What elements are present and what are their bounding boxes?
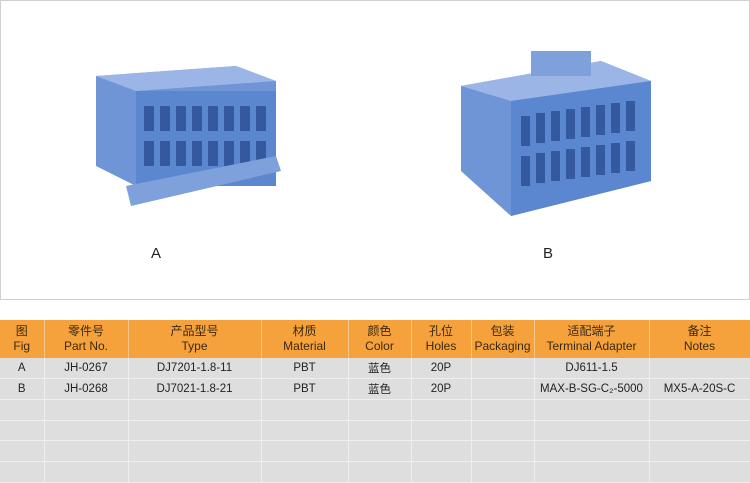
column-header-en: Part No. bbox=[63, 339, 108, 353]
table-cell bbox=[44, 399, 129, 421]
table-row bbox=[0, 420, 750, 442]
table-cell bbox=[261, 399, 349, 421]
table-cell: MX5-A-20S-C bbox=[649, 378, 750, 400]
column-header-en: Type bbox=[181, 339, 208, 353]
table-row bbox=[0, 399, 750, 421]
table-cell bbox=[411, 420, 472, 442]
column-header-zh: 包装 bbox=[490, 324, 515, 338]
table-cell bbox=[348, 440, 412, 462]
table-cell bbox=[411, 440, 472, 462]
column-header-en: Notes bbox=[683, 339, 716, 353]
column-header-en: Color bbox=[365, 339, 394, 353]
table-cell bbox=[348, 420, 412, 442]
table-cell bbox=[411, 399, 472, 421]
table-cell: 20P bbox=[411, 378, 472, 400]
column-header-en: Holes bbox=[425, 339, 457, 353]
figure-label-b: B bbox=[543, 245, 554, 262]
column-header-en: Terminal Adapter bbox=[546, 339, 637, 353]
figure-label-a: A bbox=[151, 245, 162, 262]
table-cell bbox=[534, 440, 650, 462]
column-header-en: Fig bbox=[13, 339, 31, 353]
column-header-zh: 备注 bbox=[687, 324, 712, 338]
table-cell bbox=[534, 461, 650, 483]
column-header-zh: 图 bbox=[15, 324, 28, 338]
table-cell bbox=[649, 461, 750, 483]
table-cell: 20P bbox=[411, 358, 472, 380]
table-cell bbox=[44, 440, 129, 462]
table-cell: JH-0268 bbox=[44, 378, 129, 400]
connector-a-image bbox=[96, 66, 281, 206]
table-cell bbox=[534, 420, 650, 442]
table-cell bbox=[471, 461, 535, 483]
table-cell bbox=[649, 420, 750, 442]
product-photo-panel: A B bbox=[0, 0, 750, 300]
column-header-en: Material bbox=[283, 339, 326, 353]
table-row bbox=[0, 461, 750, 483]
column-header-en: Packaging bbox=[474, 339, 531, 353]
table-cell: 蓝色 bbox=[348, 378, 412, 400]
table-cell bbox=[261, 420, 349, 442]
table-cell: PBT bbox=[261, 358, 349, 380]
table-cell: DJ611-1.5 bbox=[534, 358, 650, 380]
table-cell bbox=[44, 420, 129, 442]
table-cell bbox=[649, 358, 750, 380]
table-cell bbox=[128, 399, 262, 421]
table-cell bbox=[128, 440, 262, 462]
table-cell bbox=[471, 399, 535, 421]
table-cell: 蓝色 bbox=[348, 358, 412, 380]
table-cell bbox=[348, 461, 412, 483]
connector-b-image bbox=[461, 51, 651, 216]
table-cell bbox=[649, 399, 750, 421]
table-cell bbox=[0, 440, 45, 462]
table-cell bbox=[471, 440, 535, 462]
table-cell bbox=[471, 378, 535, 400]
table-cell bbox=[649, 440, 750, 462]
table-cell bbox=[411, 461, 472, 483]
table-cell bbox=[261, 440, 349, 462]
table-cell: MAX-B-SG-C₂-5000 bbox=[534, 378, 650, 400]
table-cell bbox=[44, 461, 129, 483]
column-header-zh: 孔位 bbox=[428, 324, 453, 338]
column-header-zh: 颜色 bbox=[367, 324, 392, 338]
column-header-zh: 零件号 bbox=[67, 324, 104, 338]
column-header-zh: 适配端子 bbox=[567, 324, 616, 338]
table-row bbox=[0, 440, 750, 462]
table-cell bbox=[128, 420, 262, 442]
table-cell bbox=[348, 399, 412, 421]
column-header-zh: 材质 bbox=[292, 324, 317, 338]
table-cell bbox=[261, 461, 349, 483]
table-cell bbox=[0, 461, 45, 483]
table-cell: PBT bbox=[261, 378, 349, 400]
table-cell bbox=[0, 399, 45, 421]
table-cell bbox=[471, 420, 535, 442]
table-cell: DJ7021-1.8-21 bbox=[128, 378, 262, 400]
table-cell: DJ7201-1.8-11 bbox=[128, 358, 262, 380]
table-cell bbox=[128, 461, 262, 483]
table-cell: A bbox=[0, 358, 45, 380]
table-cell bbox=[471, 358, 535, 380]
table-cell bbox=[0, 420, 45, 442]
table-cell bbox=[534, 399, 650, 421]
column-header-zh: 产品型号 bbox=[170, 324, 219, 338]
table-cell: B bbox=[0, 378, 45, 400]
table-cell: JH-0267 bbox=[44, 358, 129, 380]
